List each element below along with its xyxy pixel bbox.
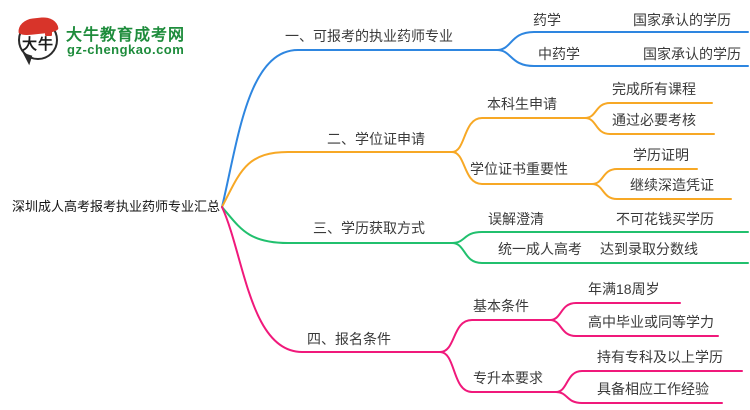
- logo-seal-icon: [45, 29, 52, 36]
- logo-site-domain: gz-chengkao.com: [67, 42, 185, 57]
- logo-site-name: 大牛教育成考网: [66, 27, 186, 44]
- topic-4-sub-2-label: 专升本要求: [473, 370, 543, 386]
- topic-4-sub-1-label: 基本条件: [473, 298, 529, 314]
- topic-2-leaf-1-1-label: 完成所有课程: [612, 81, 696, 97]
- topic-4-leaf-1-2-label: 高中毕业或同等学力: [588, 314, 714, 330]
- topic-2-leaf-2-2-label: 继续深造凭证: [630, 177, 714, 193]
- topic-1-leaf-2-1-label: 国家承认的学历: [643, 46, 741, 62]
- topic-3-label: 三、学历获取方式: [313, 220, 425, 236]
- topic-3-sub-1-label: 误解澄清: [488, 211, 544, 227]
- logo-bull-icon: 大牛: [17, 15, 59, 66]
- branch-1-lines: [221, 31, 749, 208]
- branch-2-lines: [221, 102, 732, 208]
- topic-1-leaf-1-1-label: 国家承认的学历: [633, 12, 731, 28]
- topic-1-sub-2-label: 中药学: [538, 46, 580, 62]
- topic-1-label: 一、可报考的执业药师专业: [285, 28, 453, 44]
- topic-4-leaf-1-1-label: 年满18周岁: [588, 281, 660, 297]
- topic-2-leaf-2-1-label: 学历证明: [633, 147, 689, 163]
- topic-4-leaf-2-1-label: 持有专科及以上学历: [597, 349, 723, 365]
- topic-4-label: 四、报名条件: [307, 331, 391, 347]
- branch-4-lines: [221, 206, 743, 404]
- topic-2-leaf-1-2-label: 通过必要考核: [612, 112, 696, 128]
- topic-3-leaf-2-1-label: 达到录取分数线: [600, 241, 698, 257]
- root-topic-label: 深圳成人高考报考执业药师专业汇总: [12, 199, 221, 214]
- site-logo: 大牛 大牛教育成考网 gz-chengkao.com: [12, 15, 222, 66]
- topic-2-sub-1-label: 本科生申请: [487, 96, 557, 112]
- topic-4-leaf-2-2-label: 具备相应工作经验: [597, 381, 709, 397]
- logo-badge-text: 大牛: [21, 35, 54, 53]
- topic-2-sub-2-label: 学位证书重要性: [470, 161, 568, 177]
- topic-3-leaf-1-1-label: 不可花钱买学历: [616, 211, 714, 227]
- topic-2-label: 二、学位证申请: [327, 131, 425, 147]
- topic-3-sub-2-label: 统一成人高考: [498, 241, 582, 257]
- topic-1-sub-1-label: 药学: [533, 12, 561, 28]
- branch-3-lines: [221, 206, 749, 264]
